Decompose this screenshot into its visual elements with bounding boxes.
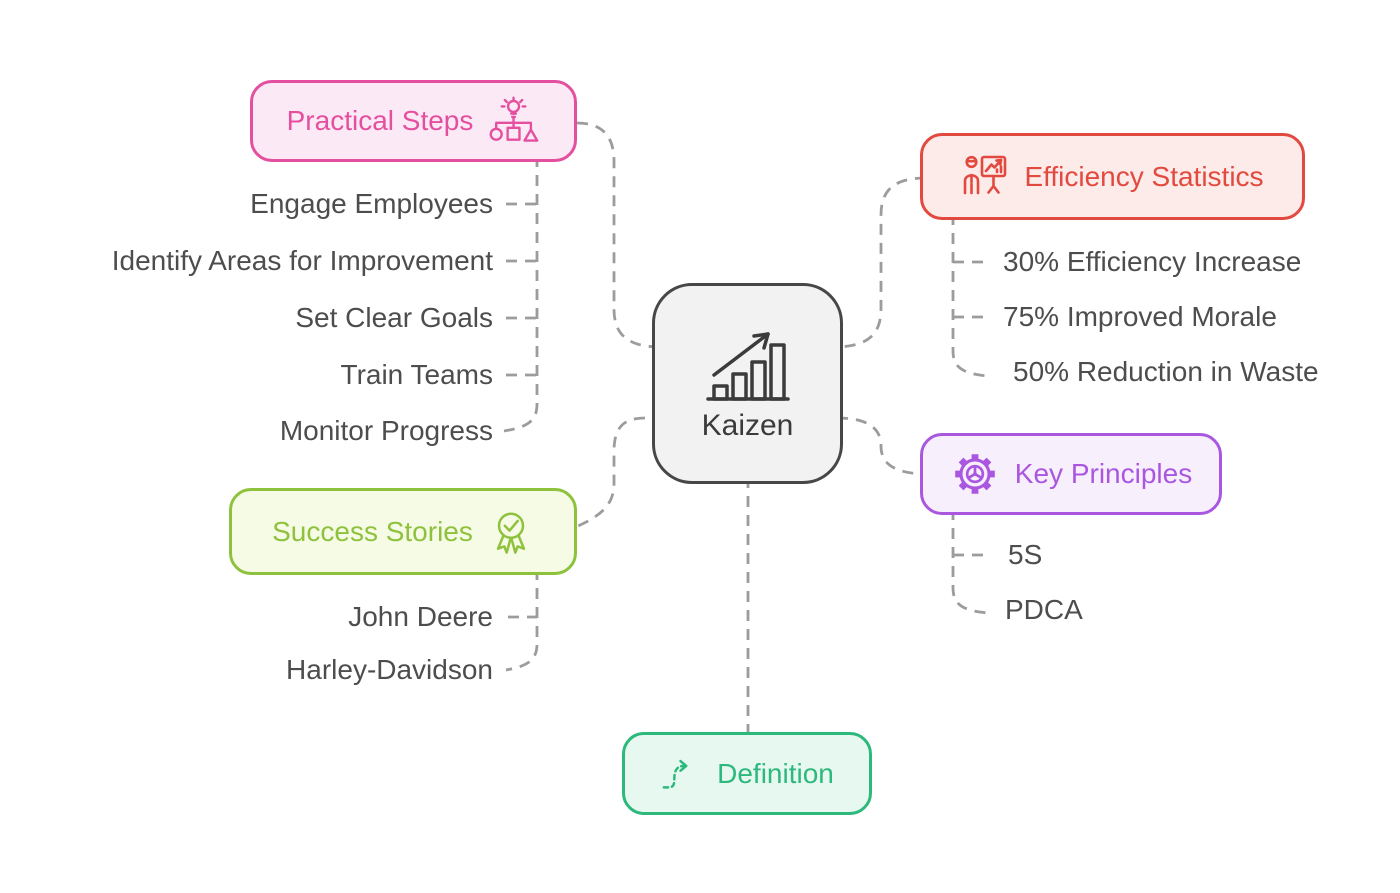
growth-chart-icon: [705, 331, 790, 401]
node-key-principles: Key Principles: [920, 433, 1222, 515]
rail-key-principles: [951, 509, 990, 615]
sub-item-john-deere: John Deere: [348, 601, 493, 632]
branch-label: Definition: [717, 757, 834, 789]
dashed-path-arrow-icon: [662, 759, 688, 789]
branch-label: Practical Steps: [286, 105, 474, 136]
sub-item-reduction-in-waste: 50% Reduction in Waste: [1013, 356, 1319, 387]
rail-efficiency-statistics: [951, 214, 990, 378]
sub-item-monitor-progress: Monitor Progress: [279, 415, 493, 446]
link-success-stories: [568, 416, 646, 532]
link-efficiency-statistics: [833, 176, 927, 349]
gear-wheel-icon: [955, 454, 995, 494]
sub-item-harley-davidson: Harley-Davidson: [286, 654, 493, 685]
sub-item-efficiency-increase: 30% Efficiency Increase: [1003, 246, 1302, 277]
branch-label: Key Principles: [1014, 458, 1193, 489]
branch-label: Success Stories: [272, 515, 473, 547]
sub-item-improved-morale: 75% Improved Morale: [1003, 301, 1277, 332]
rail-practical-steps: [503, 156, 539, 433]
branch-label: Efficiency Statistics: [1024, 160, 1264, 192]
sub-item-identify-areas: Identify Areas for Improvement: [111, 245, 493, 276]
center-label: Kaizen: [701, 408, 794, 442]
node-practical-steps: Practical Steps: [250, 80, 577, 162]
node-kaizen: Kaizen: [652, 283, 843, 484]
sub-item-5s: 5S: [1008, 539, 1043, 570]
award-ribbon-icon: [496, 512, 526, 554]
sub-item-engage-employees: Engage Employees: [250, 188, 493, 219]
link-key-principles: [836, 416, 929, 476]
presenter-chart-icon: [964, 155, 1007, 194]
node-success-stories: Success Stories: [229, 488, 577, 575]
link-practical-steps: [576, 121, 662, 349]
node-definition: Definition: [622, 732, 872, 815]
sub-item-train-teams: Train Teams: [340, 359, 494, 390]
sub-item-pdca: PDCA: [1005, 594, 1083, 625]
rail-success-stories: [505, 569, 539, 672]
idea-orgchart-icon: [489, 96, 539, 142]
sub-item-set-clear-goals: Set Clear Goals: [295, 302, 493, 333]
node-efficiency-statistics: Efficiency Statistics: [920, 133, 1305, 220]
